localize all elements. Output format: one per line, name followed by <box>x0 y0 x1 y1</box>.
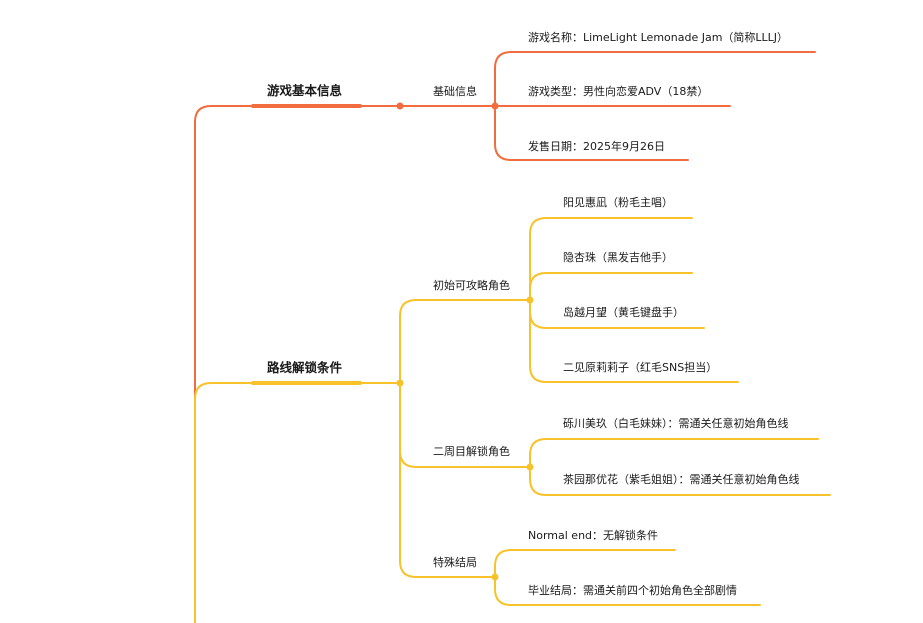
leaf-character[interactable]: 砾川美玖（白毛妹妹）：需通关任意初始角色线 <box>563 417 789 430</box>
branch-game-info <box>194 51 816 623</box>
node-dot <box>491 102 499 110</box>
connector-root-route-unlock <box>194 382 401 623</box>
leaf-release-date[interactable]: 发售日期：2025年9月26日 <box>528 140 665 153</box>
leaf-game-genre[interactable]: 游戏类型：男性向恋爱ADV（18禁） <box>528 85 709 98</box>
connector-route-children <box>399 299 531 578</box>
connector-basic-info-children <box>494 51 816 161</box>
node-dot <box>526 463 534 471</box>
topic-route-unlock[interactable]: 路线解锁条件 <box>267 360 343 375</box>
subtopic-basic-info[interactable]: 基础信息 <box>433 85 477 98</box>
subtopic-second-playthrough[interactable]: 二周目解锁角色 <box>433 445 510 458</box>
leaf-character[interactable]: 阳见惠凪（粉毛主唱） <box>563 196 673 209</box>
leaf-character[interactable]: 隐杏珠（黑发吉他手） <box>563 251 673 264</box>
connector-ending-children <box>494 549 761 606</box>
branch-route-unlock <box>194 217 831 623</box>
leaf-ending[interactable]: 毕业结局：需通关前四个初始角色全部剧情 <box>528 584 737 597</box>
leaf-ending[interactable]: Normal end：无解锁条件 <box>528 529 659 542</box>
subtopic-initial-characters[interactable]: 初始可攻略角色 <box>433 279 510 292</box>
subtopic-special-endings[interactable]: 特殊结局 <box>433 556 477 569</box>
node-dot <box>396 379 404 387</box>
leaf-game-name[interactable]: 游戏名称：LimeLight Lemonade Jam（简称LLLJ） <box>528 31 789 44</box>
node-dot <box>526 296 534 304</box>
connector-second-children <box>529 438 831 496</box>
connector-root-game-info <box>194 105 401 623</box>
topic-game-info[interactable]: 游戏基本信息 <box>267 83 343 98</box>
leaf-character[interactable]: 茶园那优花（紫毛姐姐）：需通关任意初始角色线 <box>563 473 800 486</box>
node-dot <box>396 102 404 110</box>
leaf-character[interactable]: 岛越月望（黄毛键盘手） <box>563 306 684 319</box>
leaf-character[interactable]: 二见原莉莉子（红毛SNS担当） <box>563 361 718 374</box>
connector-initial-children <box>529 217 739 383</box>
node-dot <box>491 573 499 581</box>
